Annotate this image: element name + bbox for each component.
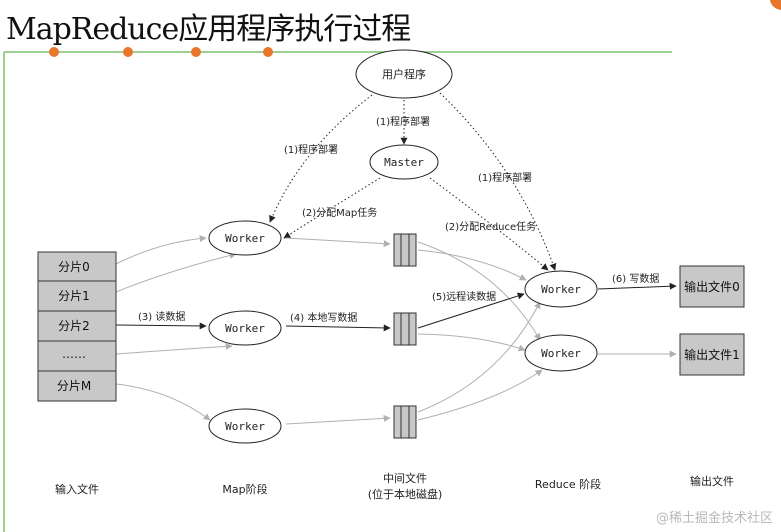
control-arrows bbox=[269, 92, 557, 271]
arrow-user-to-left-worker bbox=[269, 94, 373, 223]
flow-split2-worker2 bbox=[115, 322, 207, 330]
caption-reduce: Reduce 阶段 bbox=[535, 477, 601, 491]
split-label: 分片1 bbox=[58, 289, 90, 303]
slide-title: MapReduce应用程序执行过程 bbox=[6, 12, 411, 47]
flow-file2-reduce1 bbox=[417, 292, 525, 329]
worker-label: Worker bbox=[225, 322, 265, 335]
map-worker-3: Worker bbox=[208, 408, 282, 444]
map-worker-1: Worker bbox=[208, 220, 282, 256]
flow-file1-reduce2 bbox=[417, 241, 541, 341]
flow-split-dots-worker2 bbox=[115, 342, 233, 355]
orange-dots bbox=[49, 47, 273, 57]
split-label: 分片0 bbox=[58, 260, 90, 274]
arrow-master-to-reduce-worker bbox=[429, 177, 549, 271]
flow-file2-reduce2 bbox=[417, 333, 526, 352]
reduce-worker-1: Worker bbox=[524, 270, 598, 308]
flow-splitM-worker3 bbox=[115, 383, 211, 421]
worker-label: Worker bbox=[225, 232, 265, 245]
label-write: (6) 写数据 bbox=[612, 272, 659, 285]
dark-flow-arrows bbox=[115, 282, 677, 332]
caption-map: Map阶段 bbox=[222, 482, 267, 496]
flow-file1-reduce1 bbox=[417, 249, 527, 281]
flow-split1-worker1 bbox=[115, 252, 237, 293]
gray-flow-arrows bbox=[115, 235, 677, 425]
label-local-write: (4) 本地写数据 bbox=[290, 311, 357, 324]
label-remote-read: (5)远程读数据 bbox=[432, 290, 496, 303]
label-assign-map: (2)分配Map任务 bbox=[302, 206, 377, 219]
caption-output: 输出文件 bbox=[690, 474, 734, 488]
watermark: @稀土掘金技术社区 bbox=[655, 511, 773, 526]
label-deploy-right: (1)程序部署 bbox=[478, 171, 532, 184]
label-deploy-left: (1)程序部署 bbox=[284, 143, 338, 156]
map-worker-2: Worker bbox=[208, 310, 282, 346]
flow-worker2-file2 bbox=[285, 324, 391, 332]
label-read: (3) 读数据 bbox=[138, 310, 185, 323]
master-node bbox=[369, 144, 439, 180]
output-label: 输出文件0 bbox=[684, 279, 740, 294]
split-label: …… bbox=[62, 347, 86, 361]
caption-intermediate-2: (位于本地磁盘) bbox=[368, 487, 443, 501]
intermediate-file-2 bbox=[393, 312, 417, 346]
caption-intermediate-1: 中间文件 bbox=[383, 471, 427, 485]
output-box bbox=[679, 333, 745, 376]
worker-label: Worker bbox=[225, 420, 265, 433]
user-program-label: 用户程序 bbox=[382, 67, 426, 81]
output-box bbox=[679, 265, 745, 308]
input-splits: 分片0 分片1 分片2 …… 分片M bbox=[37, 251, 117, 402]
orange-dot bbox=[123, 47, 133, 57]
intermediate-file-1 bbox=[393, 233, 417, 267]
split-box bbox=[37, 310, 117, 342]
orange-dot bbox=[263, 47, 273, 57]
worker-label: Worker bbox=[541, 283, 581, 296]
orange-dot bbox=[49, 47, 59, 57]
user-program-node bbox=[355, 49, 453, 99]
label-assign-reduce: (2)分配Reduce任务 bbox=[445, 220, 536, 233]
flow-file3-reduce2 bbox=[417, 369, 543, 421]
split-box bbox=[37, 370, 117, 402]
caption-input: 输入文件 bbox=[55, 482, 99, 496]
corner-accent bbox=[770, 0, 781, 10]
label-deploy-center: (1)程序部署 bbox=[376, 115, 430, 128]
master-label: Master bbox=[384, 156, 424, 169]
split-label: 分片M bbox=[57, 379, 91, 393]
split-box bbox=[37, 340, 117, 372]
split-label: 分片2 bbox=[58, 319, 90, 333]
flow-split0-worker1 bbox=[115, 235, 207, 265]
worker-label: Worker bbox=[541, 347, 581, 360]
output-files: 输出文件0 输出文件1 bbox=[679, 265, 745, 376]
orange-dot bbox=[191, 47, 201, 57]
flow-worker1-file1 bbox=[285, 237, 391, 248]
reduce-worker-2: Worker bbox=[524, 334, 598, 372]
output-label: 输出文件1 bbox=[684, 347, 740, 362]
flow-worker3-file3 bbox=[285, 414, 391, 425]
flow-reduce1-output0 bbox=[597, 282, 677, 290]
flow-file3-reduce1 bbox=[417, 301, 541, 413]
intermediate-file-3 bbox=[393, 405, 417, 439]
